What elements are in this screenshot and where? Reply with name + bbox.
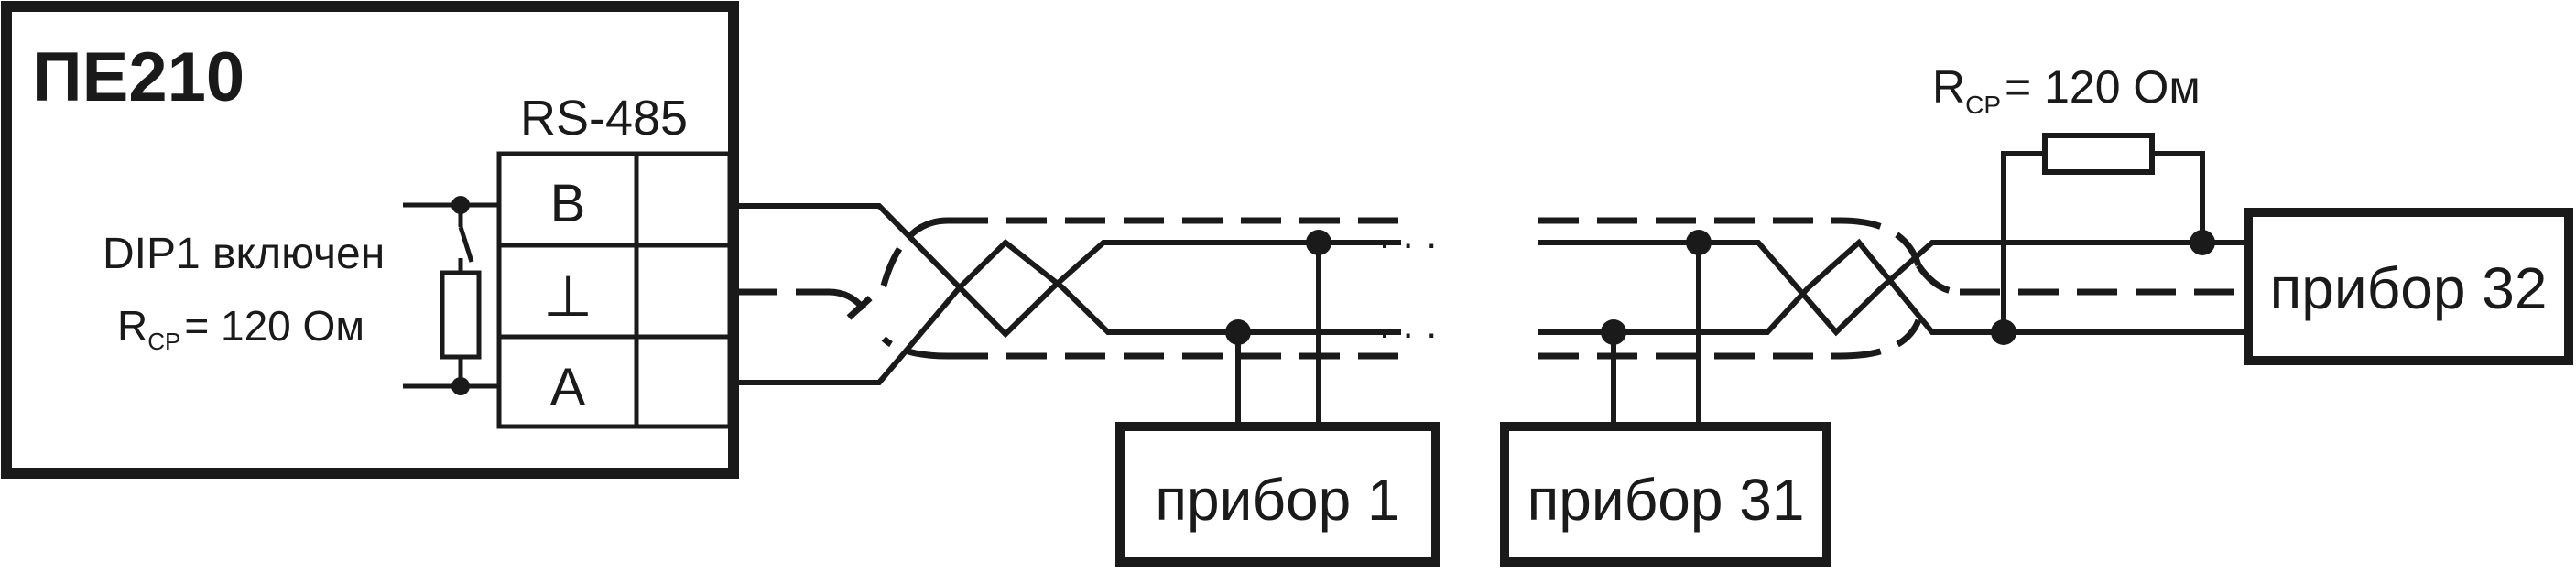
resistor-left-label: RСР= 120 Ом [117, 302, 364, 355]
terminal-b-label: B [550, 174, 586, 233]
pe210-box [1, 1, 739, 479]
ellipsis-bottom: · · · [1378, 311, 1438, 354]
device-32-box [2244, 208, 2573, 365]
terminal-a-label: A [550, 358, 586, 417]
device-32-label: прибор 32 [2270, 255, 2548, 321]
r-value: = 120 Ом [184, 302, 364, 350]
r-value: = 120 Ом [2005, 61, 2201, 113]
pe210-unit: ПЕ210 RS-485 B ⊥ A DIP1 включен RСР= 120… [1, 1, 739, 479]
rs485-label: RS-485 [520, 91, 688, 146]
device-1-label: прибор 1 [1155, 467, 1399, 533]
pe210-title: ПЕ210 [32, 38, 245, 116]
dip-switch-icon [458, 226, 474, 263]
device-1: прибор 1 [1115, 230, 1440, 567]
r-subscript: СР [147, 328, 180, 355]
device-31-box [1500, 422, 1831, 567]
resistor-icon [440, 270, 482, 360]
ellipsis-top: · · · [1378, 221, 1438, 264]
twisted-pair [737, 203, 2248, 385]
r-symbol: R [1932, 61, 1965, 113]
device-1-box [1115, 422, 1440, 567]
cable-shield [737, 217, 2248, 360]
r-symbol: R [117, 302, 147, 350]
resistor-icon [2042, 133, 2155, 175]
terminal-gnd-label: ⊥ [543, 265, 592, 329]
device-32: RСР= 120 Ом прибор 32 [1932, 61, 2573, 365]
device-31: прибор 31 [1500, 230, 1831, 567]
r-subscript: СР [1965, 91, 2001, 119]
dip-label: DIP1 включен [103, 230, 385, 278]
device-31-label: прибор 31 [1527, 467, 1805, 533]
terminal-block: B ⊥ A [496, 151, 733, 429]
resistor-right-label: RСР= 120 Ом [1932, 61, 2201, 119]
dip-switch-termination [403, 196, 499, 395]
